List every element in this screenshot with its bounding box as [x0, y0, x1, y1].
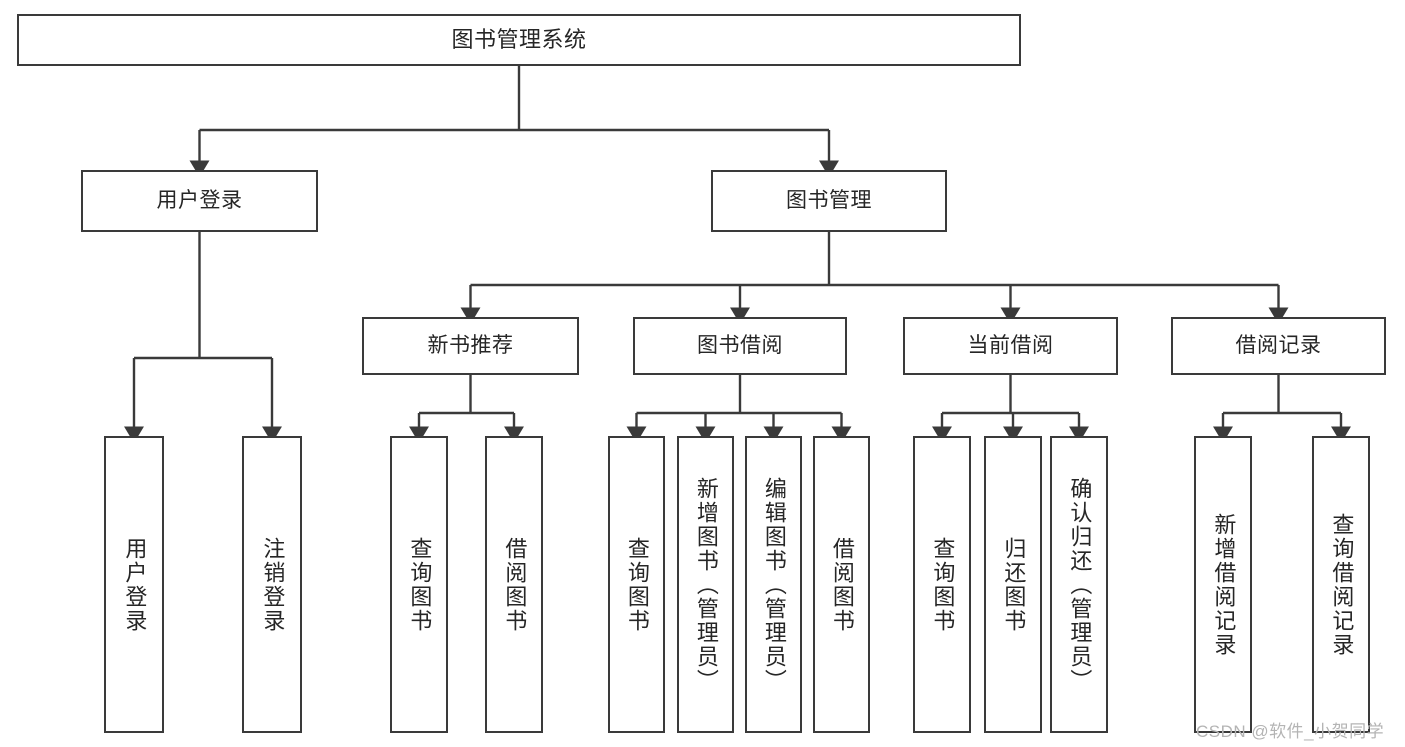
- node-records[interactable]: 借阅记录: [1171, 317, 1386, 375]
- node-label: 当前借阅: [967, 334, 1054, 358]
- node-root[interactable]: 图书管理系统: [17, 14, 1021, 66]
- node-label: 图书管理系统: [451, 26, 587, 52]
- watermark: CSDN @软件_小贺同学: [1196, 722, 1385, 741]
- node-l-login[interactable]: 用户登录: [104, 436, 164, 733]
- node-label: 新增借阅记录: [1211, 512, 1237, 657]
- node-l-queryrec[interactable]: 查询借阅记录: [1312, 436, 1370, 733]
- edge-group: [123, 66, 1352, 444]
- node-label: 查询图书: [407, 536, 433, 633]
- node-l-query2[interactable]: 查询图书: [608, 436, 665, 733]
- node-label: 用户登录: [122, 536, 148, 633]
- node-label: 新增图书（管理员）: [693, 476, 719, 693]
- node-label: 编辑图书（管理员）: [761, 476, 787, 693]
- node-l-query1[interactable]: 查询图书: [390, 436, 448, 733]
- node-newbooks[interactable]: 新书推荐: [362, 317, 579, 375]
- node-label: 注销登录: [260, 536, 286, 633]
- node-label: 确认归还（管理员）: [1067, 476, 1093, 693]
- node-bookmgmt[interactable]: 图书管理: [711, 170, 947, 232]
- node-l-borrow1[interactable]: 借阅图书: [485, 436, 543, 733]
- node-label: 归还图书: [1001, 536, 1027, 633]
- node-l-add[interactable]: 新增图书（管理员）: [677, 436, 734, 733]
- node-label: 用户登录: [156, 189, 243, 213]
- node-label: 借阅记录: [1235, 334, 1322, 358]
- node-l-logout[interactable]: 注销登录: [242, 436, 302, 733]
- node-borrow[interactable]: 图书借阅: [633, 317, 847, 375]
- node-label: 查询图书: [930, 536, 956, 633]
- node-current[interactable]: 当前借阅: [903, 317, 1118, 375]
- node-label: 新书推荐: [427, 334, 514, 358]
- node-label: 图书管理: [786, 189, 872, 213]
- node-label: 图书借阅: [697, 334, 783, 358]
- node-l-query3[interactable]: 查询图书: [913, 436, 971, 733]
- node-login[interactable]: 用户登录: [81, 170, 318, 232]
- node-label: 借阅图书: [829, 536, 855, 633]
- node-l-borrow2[interactable]: 借阅图书: [813, 436, 870, 733]
- node-l-addrec[interactable]: 新增借阅记录: [1194, 436, 1252, 733]
- node-label: 查询图书: [624, 536, 650, 633]
- node-l-edit[interactable]: 编辑图书（管理员）: [745, 436, 802, 733]
- node-label: 借阅图书: [502, 536, 528, 633]
- node-l-return[interactable]: 归还图书: [984, 436, 1042, 733]
- node-label: 查询借阅记录: [1329, 512, 1355, 657]
- node-l-confirm[interactable]: 确认归还（管理员）: [1050, 436, 1108, 733]
